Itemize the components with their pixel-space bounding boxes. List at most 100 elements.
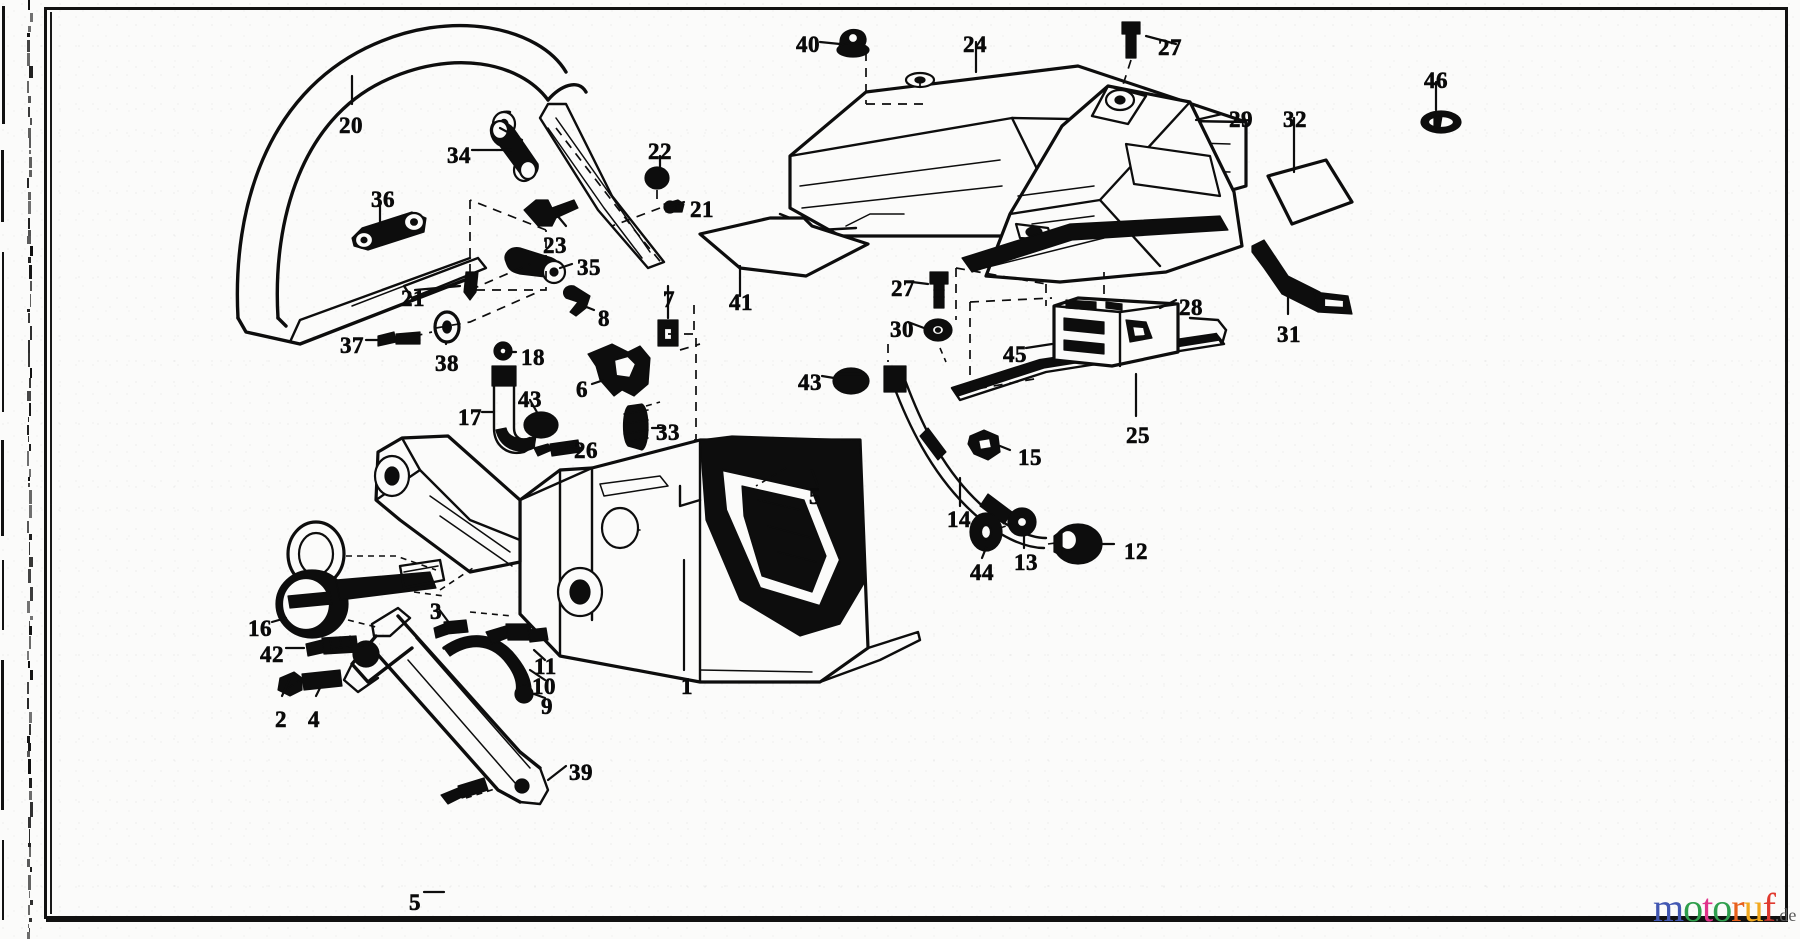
scan-edge-fleck — [29, 489, 32, 505]
scan-edge-fleck — [28, 828, 31, 844]
callout-number-9: 9 — [541, 694, 553, 719]
assembly-dashed-guides-left — [397, 127, 697, 470]
scan-edge-fleck — [27, 424, 30, 435]
callout-number-21a: 21 — [690, 197, 714, 222]
callout-number-6: 6 — [576, 377, 588, 402]
callout-number-39: 39 — [569, 760, 593, 785]
callout-number-20: 20 — [339, 113, 363, 138]
callout-number-45: 45 — [1003, 342, 1027, 367]
callout-number-46: 46 — [1424, 68, 1448, 93]
part-30-washer — [923, 318, 953, 342]
part-29-cover — [961, 84, 1244, 284]
callout-number-25: 25 — [1126, 423, 1150, 448]
scan-edge-fleck — [29, 118, 33, 125]
watermark-letter: f — [1762, 885, 1776, 930]
part-44-grommet — [969, 512, 1003, 552]
scan-edge-fleck — [27, 52, 31, 67]
part-43-bush-right — [832, 367, 870, 395]
scan-edge-fleck — [28, 217, 31, 229]
scan-edge-fleck — [29, 616, 33, 620]
part-8-clip — [562, 285, 591, 317]
scan-edge-fleck — [29, 264, 32, 280]
scan-edge-fleck — [28, 533, 32, 540]
part-9-10-11-band — [442, 623, 549, 704]
scan-edge-fleck — [28, 905, 31, 916]
scan-edge-fleck — [29, 626, 33, 635]
part-43-bush-left — [523, 411, 559, 439]
callout-number-21b: 21 — [401, 286, 425, 311]
callout-number-29: 29 — [1229, 107, 1253, 132]
scan-edge-fleck — [28, 157, 33, 168]
scan-edge-fleck — [27, 661, 31, 668]
part-38-washer — [433, 310, 461, 344]
scan-edge-fleck — [29, 368, 33, 379]
callout-number-27b: 27 — [891, 276, 915, 301]
part-17-tube — [491, 365, 537, 455]
part-21-screws — [463, 199, 685, 301]
callout-number-17: 17 — [458, 405, 482, 430]
part-31-bracket — [1251, 239, 1353, 315]
callout-number-15: 15 — [1018, 445, 1042, 470]
scan-edge-fleck — [27, 931, 30, 939]
scan-edge-fleck — [29, 724, 32, 736]
scan-edge-fleck — [27, 601, 30, 613]
scan-edge-fleck — [27, 436, 30, 442]
part-23-bolt — [523, 199, 579, 227]
scan-edge-fleck — [29, 403, 31, 417]
part-20-handle-bar — [235, 23, 568, 346]
scan-edge-fleck — [27, 26, 32, 32]
scan-edge-fleck — [28, 378, 31, 389]
callout-number-5b: 5 — [409, 890, 421, 915]
part-41-gasket — [698, 216, 870, 278]
watermark-letter: t — [1702, 885, 1713, 930]
part-14-fuel-line — [883, 365, 1048, 550]
callout-number-18: 18 — [521, 345, 545, 370]
part-33-spring — [622, 403, 649, 451]
callout-number-10: 10 — [532, 674, 556, 699]
scan-edge-fleck — [27, 520, 29, 533]
scan-edge-fleck — [27, 391, 31, 402]
callout-number-8: 8 — [598, 306, 610, 331]
watermark-letter: m — [1653, 885, 1684, 930]
scan-edge-fleck — [28, 928, 31, 932]
scan-edge-fleck — [27, 817, 32, 829]
scan-edge-fleck — [27, 106, 31, 117]
callout-number-43b: 43 — [798, 370, 822, 395]
scan-edge-fleck — [28, 443, 31, 451]
scan-edge-fleck — [29, 12, 34, 23]
part-26-screw — [533, 439, 581, 457]
callout-number-12: 12 — [1124, 539, 1148, 564]
callout-number-38: 38 — [435, 351, 459, 376]
scan-edge-fleck — [28, 843, 31, 847]
part-15-nut — [967, 429, 1001, 461]
scan-edge-fleck — [27, 235, 31, 244]
callout-number-2: 2 — [275, 707, 287, 732]
scan-edge-fleck — [29, 867, 33, 872]
callout-number-14: 14 — [947, 507, 971, 532]
part-37-screw — [377, 331, 421, 347]
scan-edge-fleck — [29, 801, 34, 817]
part-2-nut — [277, 671, 303, 697]
scan-edge-fleck — [28, 340, 31, 353]
part-20-upper-arm — [491, 83, 666, 270]
callout-number-40: 40 — [796, 32, 820, 57]
callout-number-22: 22 — [648, 139, 672, 164]
scan-edge-fleck — [28, 229, 32, 236]
scan-edge-fleck — [28, 743, 32, 751]
part-36-plate — [351, 211, 427, 251]
scan-edge-fleck — [28, 635, 32, 649]
scan-edge-fleck — [27, 0, 31, 11]
callout-number-26: 26 — [574, 438, 598, 463]
scan-edge-fleck — [28, 138, 31, 149]
scan-edge-fleck — [29, 66, 33, 78]
scan-edge-fleck — [29, 293, 32, 308]
part-32-filter-pad — [1266, 158, 1354, 226]
scan-edge-fleck — [29, 557, 33, 567]
part-16-starter-cup — [275, 520, 446, 639]
scan-edge-fleck — [27, 751, 31, 757]
callout-number-42: 42 — [260, 642, 284, 667]
scan-edge-fleck — [27, 697, 29, 709]
scan-edge-fleck — [28, 476, 30, 482]
